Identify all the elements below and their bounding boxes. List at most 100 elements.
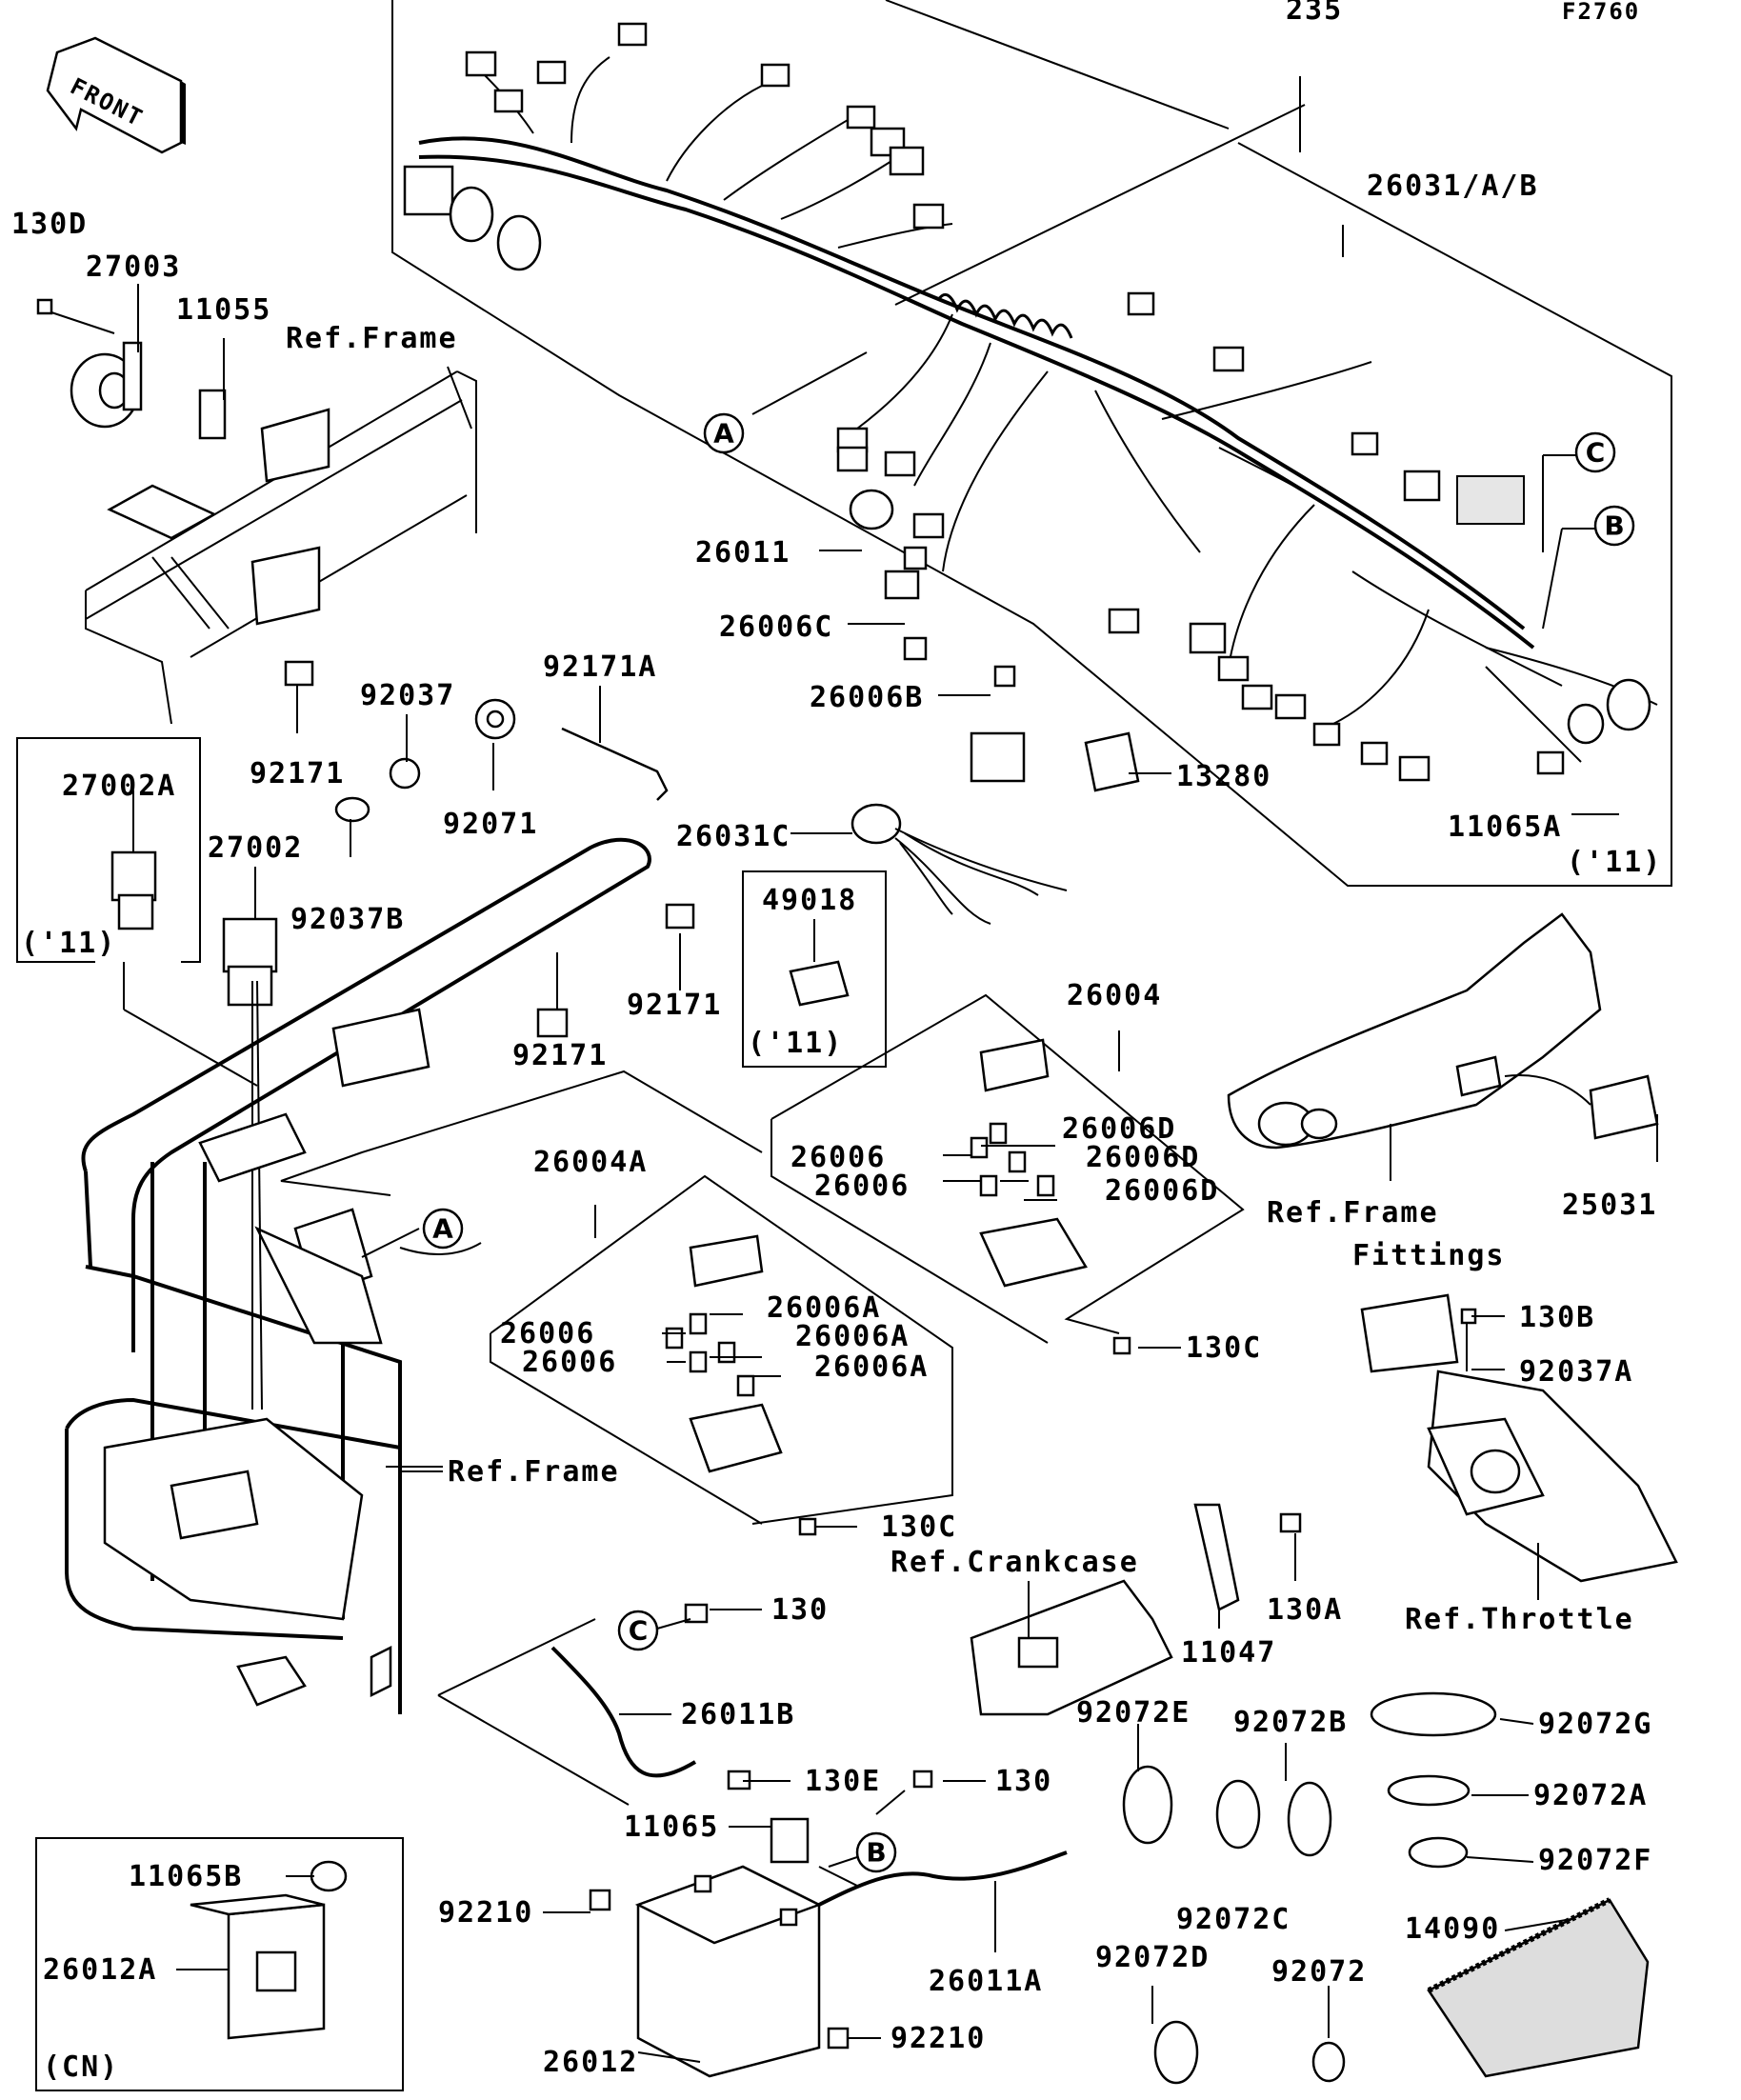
label-26012A: 26012A — [43, 1953, 157, 1987]
label-92072B: 92072B — [1233, 1706, 1348, 1739]
label-cn: (CN) — [43, 2050, 119, 2084]
label-130C-1: 130C — [1186, 1331, 1262, 1365]
svg-text:B: B — [1604, 510, 1624, 542]
box-27002A — [16, 737, 278, 1007]
label-11065: 11065 — [624, 1810, 719, 1844]
label-130A: 130A — [1267, 1593, 1343, 1627]
label-ref-frame-top: Ref.Frame — [286, 322, 458, 355]
label-ref-frame-fittings-2: Fittings — [1352, 1239, 1506, 1272]
label-92072D: 92072D — [1095, 1941, 1210, 1974]
label-92072C: 92072C — [1176, 1903, 1291, 1936]
callout-C-top: C — [1542, 431, 1616, 552]
label-ref-crankcase: Ref.Crankcase — [891, 1546, 1139, 1579]
label-27002A: 27002A — [62, 770, 176, 803]
label-130D: 130D — [11, 208, 88, 241]
label-26006D-1: 26006D — [1062, 1112, 1176, 1146]
label-92071: 92071 — [443, 808, 538, 841]
figure-code: F2760 — [1562, 0, 1640, 25]
label-26031C: 26031C — [676, 820, 790, 853]
label-92210-a: 92210 — [438, 1896, 533, 1930]
label-11055: 11055 — [176, 293, 271, 327]
label-11-yr-c: ('11) — [748, 1027, 843, 1060]
label-92072E: 92072E — [1076, 1696, 1191, 1730]
frame-top-left — [85, 366, 477, 733]
svg-text:C: C — [629, 1615, 649, 1647]
callout-A-top: A — [703, 351, 868, 454]
label-26006A-2: 26006A — [795, 1320, 910, 1353]
front-arrow-icon: FRONT — [46, 36, 186, 154]
label-11-yr-b: ('11) — [21, 927, 116, 960]
label-26006D-3: 26006D — [1105, 1174, 1219, 1208]
label-49018: 49018 — [762, 884, 857, 917]
label-26011B: 26011B — [681, 1698, 795, 1731]
main-harness-group — [391, 0, 1672, 887]
label-26011A: 26011A — [929, 1965, 1043, 1998]
label-26006D-2: 26006D — [1086, 1141, 1200, 1174]
label-92171-b: 92171 — [627, 989, 722, 1022]
harness-wrap — [936, 292, 1073, 339]
battery-26012 — [589, 1770, 1068, 2078]
label-27002: 27002 — [208, 831, 303, 865]
cable-ties — [1122, 1691, 1497, 2085]
callout-B-top: B — [1542, 505, 1635, 630]
cover-14090 — [1427, 1897, 1650, 2078]
label-130E: 130E — [805, 1765, 881, 1798]
label-92210-b: 92210 — [891, 2022, 986, 2055]
label-92072F: 92072F — [1538, 1844, 1652, 1877]
label-26006A-1: 26006A — [767, 1291, 881, 1325]
frame-fittings — [1227, 912, 1659, 1181]
label-27003: 27003 — [86, 250, 181, 284]
label-13280: 13280 — [1176, 760, 1271, 793]
label-ref-frame-fittings-1: Ref.Frame — [1267, 1196, 1439, 1230]
label-26006C: 26006C — [719, 610, 833, 644]
leader-lines — [176, 550, 1658, 2063]
callout-B-bottom: B — [828, 1790, 906, 1873]
svg-text:A: A — [432, 1213, 453, 1245]
throttle-assembly — [1360, 1293, 1678, 1600]
label-92171-a: 92171 — [250, 757, 345, 790]
label-26031: 26031/A/B — [1367, 170, 1539, 203]
wire-26031C — [790, 803, 1068, 925]
main-frame — [65, 837, 763, 1714]
box-26004A — [490, 1174, 953, 1536]
label-130-b: 130 — [995, 1765, 1052, 1798]
box-49018 — [742, 870, 887, 1068]
label-130-a: 130 — [771, 1593, 829, 1627]
label-130C-2: 130C — [881, 1510, 957, 1544]
label-92072: 92072 — [1271, 1955, 1367, 1989]
battery-26012A-box — [35, 1837, 404, 2091]
label-92171-c: 92171 — [512, 1039, 608, 1072]
label-14090: 14090 — [1405, 1912, 1500, 1946]
label-26006B: 26006B — [810, 681, 924, 714]
horn-assembly — [36, 284, 227, 440]
label-92037B: 92037B — [290, 903, 405, 936]
svg-text:B: B — [866, 1837, 886, 1869]
label-11065B: 11065B — [129, 1860, 243, 1893]
label-92037A: 92037A — [1519, 1355, 1633, 1389]
label-92037: 92037 — [360, 679, 455, 712]
cable-26011B — [437, 1603, 751, 1806]
label-92072G: 92072G — [1538, 1708, 1652, 1741]
svg-text:C: C — [1586, 437, 1606, 469]
label-11047: 11047 — [1181, 1636, 1276, 1670]
label-92072A: 92072A — [1533, 1779, 1648, 1812]
callout-C-bottom: C — [617, 1610, 691, 1651]
callout-A-mid: A — [361, 1208, 464, 1258]
label-26004: 26004 — [1067, 979, 1162, 1012]
label-26012: 26012 — [543, 2046, 638, 2079]
label-26006-c: 26006 — [500, 1317, 595, 1350]
label-26004A: 26004A — [533, 1146, 648, 1179]
label-ref-frame-mid: Ref.Frame — [448, 1455, 620, 1489]
label-26006A-3: 26006A — [814, 1350, 929, 1384]
label-11065A: 11065A — [1448, 810, 1562, 844]
crankcase — [970, 1503, 1302, 1716]
clamp-parts — [334, 686, 669, 857]
label-26006-d: 26006 — [522, 1346, 617, 1379]
label-235: 235 — [1286, 0, 1343, 27]
label-11-yr-a: ('11) — [1567, 846, 1662, 879]
label-92171A: 92171A — [543, 650, 657, 684]
label-26006-b: 26006 — [814, 1170, 910, 1203]
part-labels: 235 26031/A/B 130D 27003 11055 Ref.Frame… — [11, 0, 1662, 2084]
